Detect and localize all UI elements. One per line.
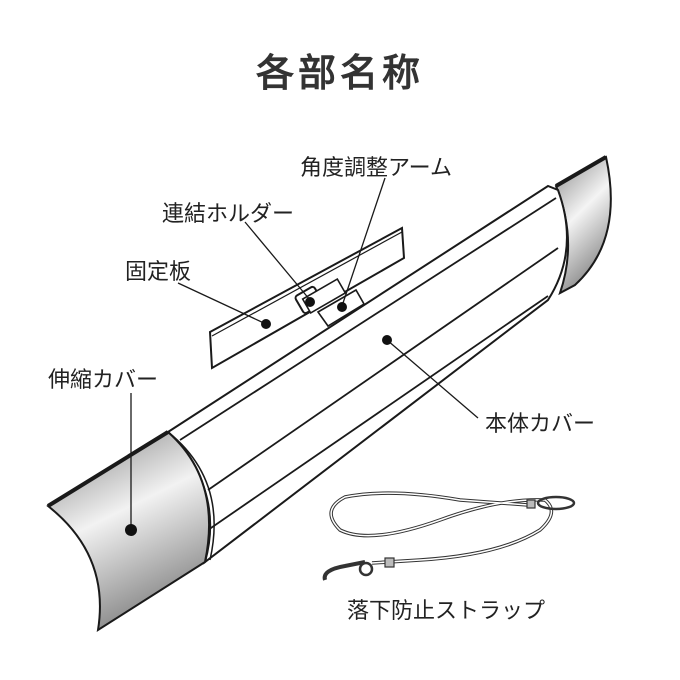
- label-strap: 落下防止ストラップ: [347, 599, 546, 624]
- label-fixed-plate: 固定板: [125, 260, 192, 285]
- marker-dots: [125, 297, 392, 536]
- label-holder: 連結ホルダー: [162, 202, 295, 227]
- safety-strap-shape: [322, 491, 576, 581]
- page-title: 各部名称: [255, 51, 424, 95]
- body-cover-shape: [166, 184, 568, 565]
- label-telescopic-cover: 伸縮カバー: [48, 368, 159, 393]
- label-body-cover: 本体カバー: [485, 412, 596, 437]
- label-angle-arm: 角度調整アーム: [300, 156, 453, 181]
- leader-lines: [130, 177, 479, 530]
